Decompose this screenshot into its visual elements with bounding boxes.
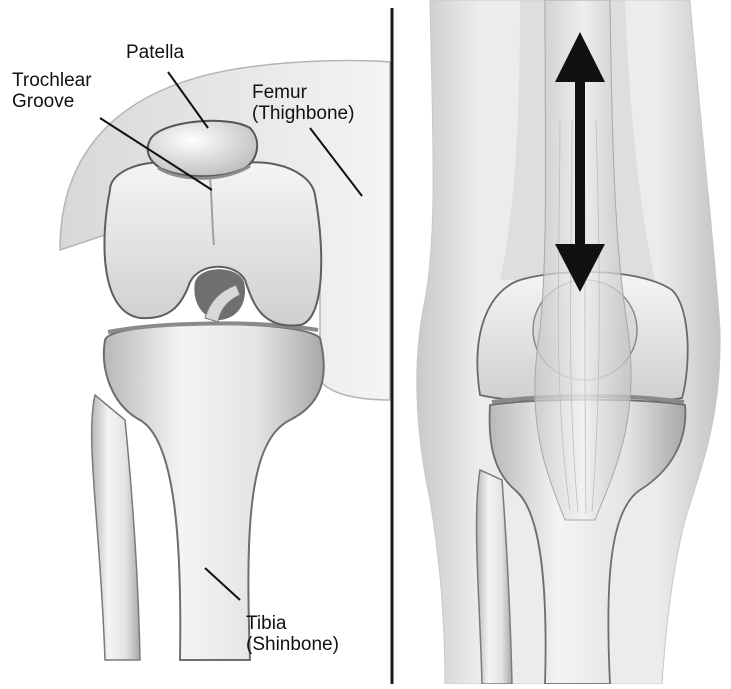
label-tibia: Tibia (Shinbone)	[246, 613, 339, 655]
label-patella: Patella	[126, 42, 184, 63]
label-femur-line1: Femur	[252, 82, 354, 103]
label-patella-text: Patella	[126, 42, 184, 63]
label-trochlear-groove: Trochlear Groove	[12, 70, 92, 112]
label-trochlear-line1: Trochlear	[12, 70, 92, 91]
label-tibia-line2: (Shinbone)	[246, 634, 339, 655]
label-femur-line2: (Thighbone)	[252, 103, 354, 124]
label-tibia-line1: Tibia	[246, 613, 339, 634]
patella-bone	[148, 121, 257, 176]
left-panel-bones	[60, 60, 390, 660]
label-femur: Femur (Thighbone)	[252, 82, 354, 124]
fibula-left-view	[92, 395, 140, 660]
label-trochlear-line2: Groove	[12, 91, 92, 112]
right-panel-bones	[417, 0, 720, 684]
